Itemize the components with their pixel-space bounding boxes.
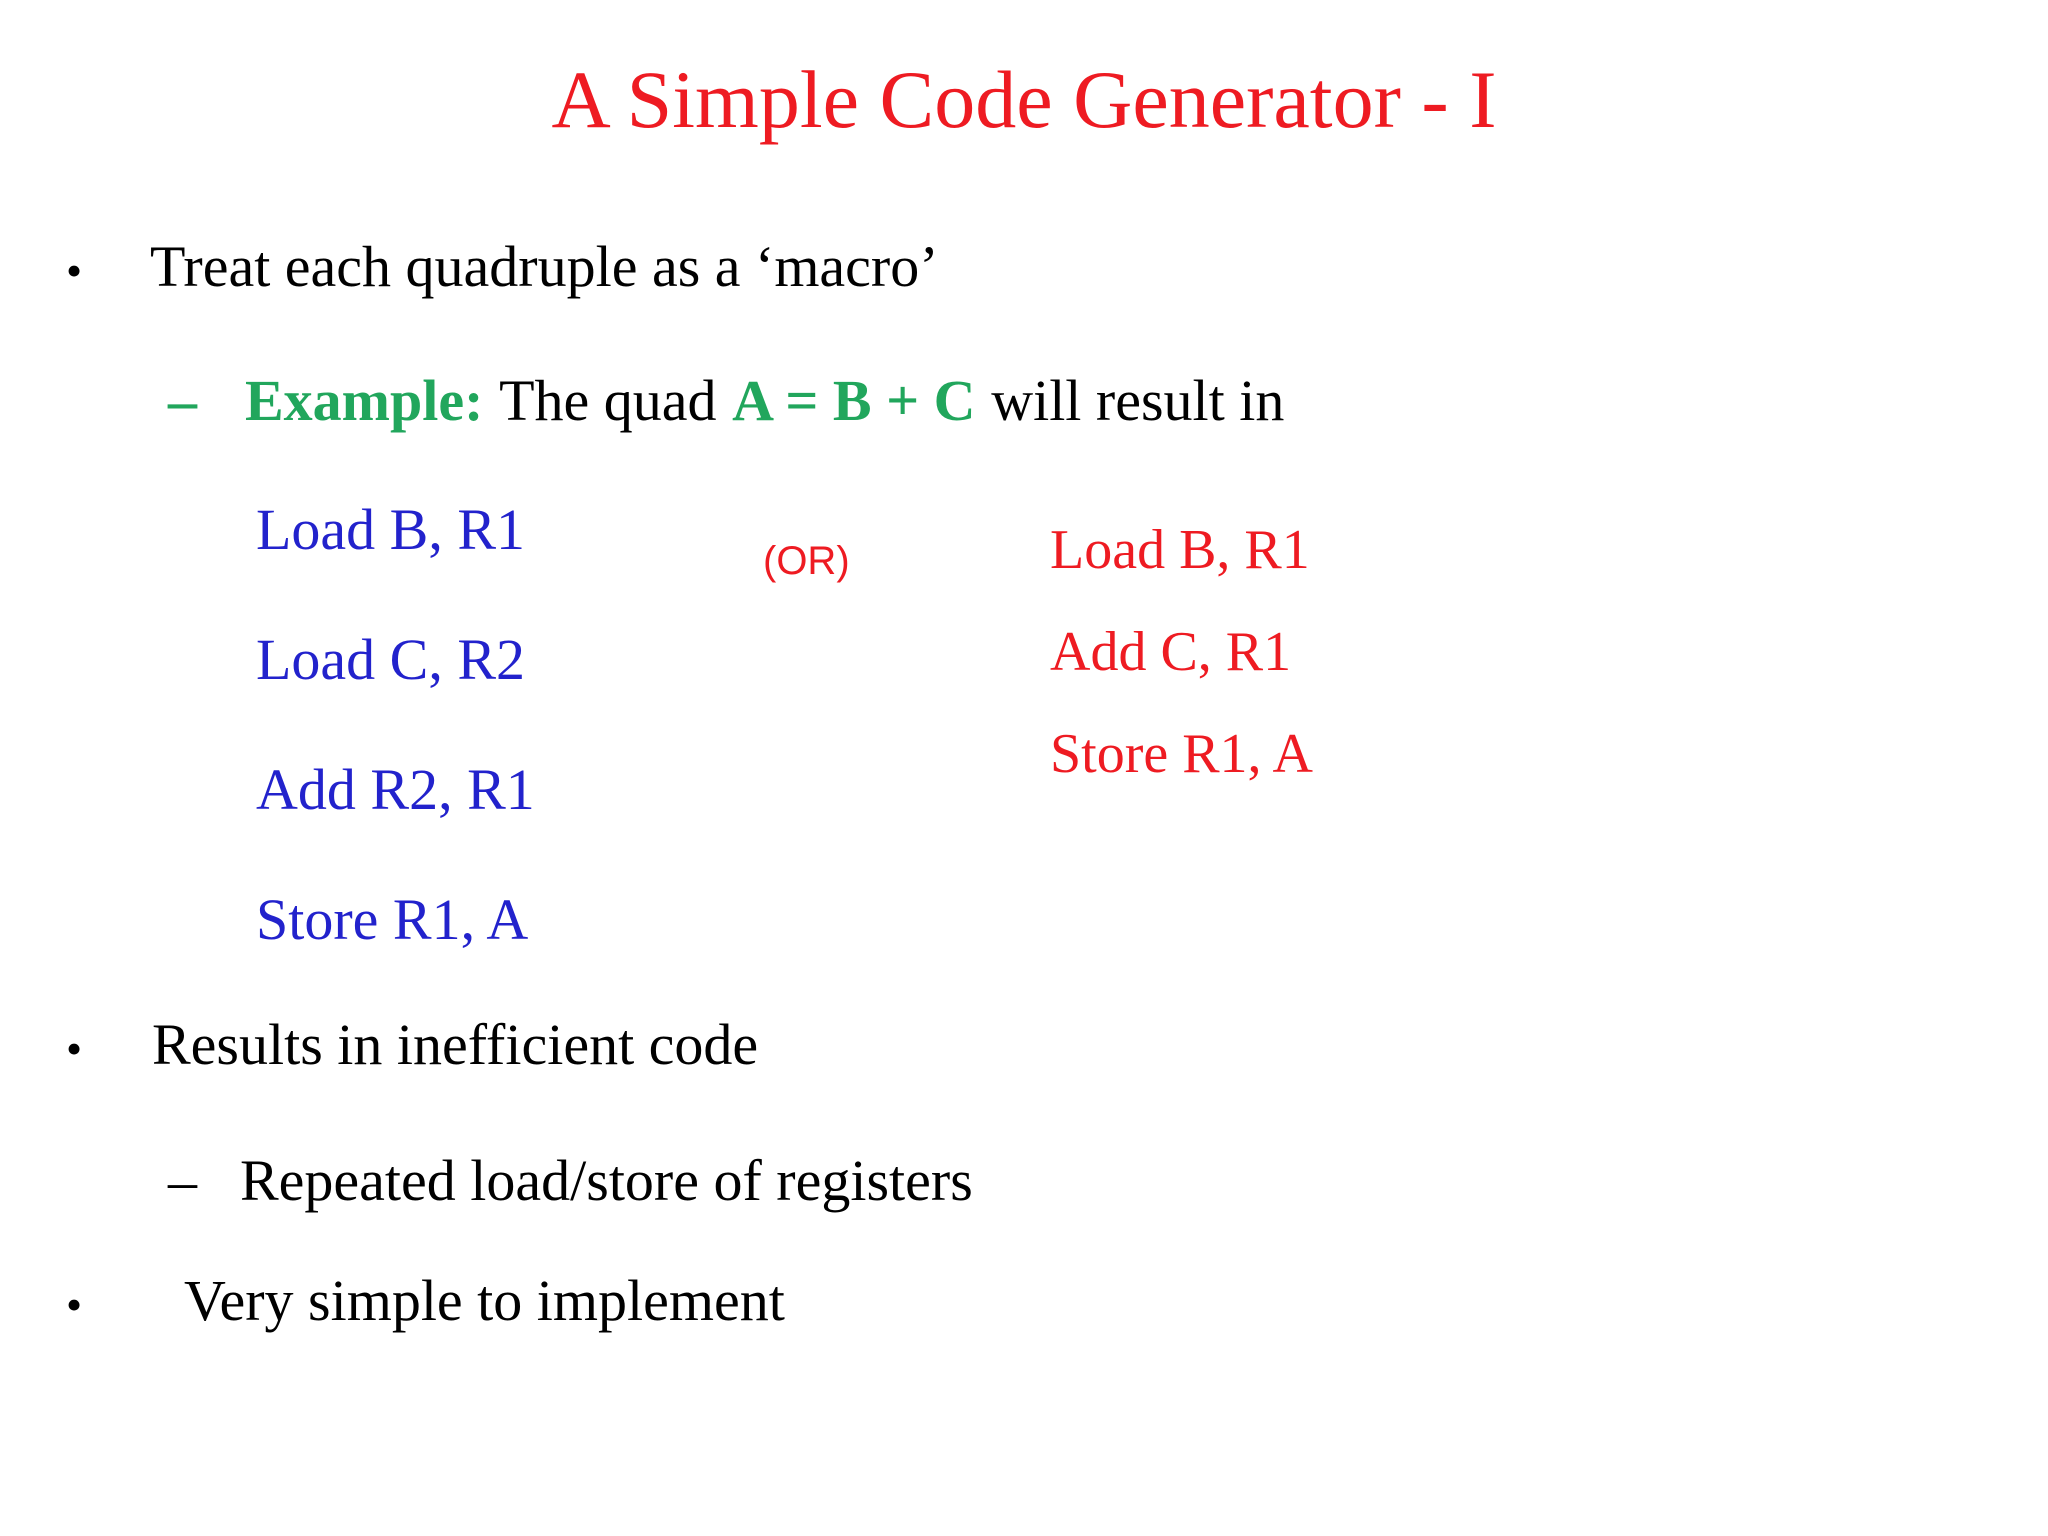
or-connector-label: (OR) <box>763 539 850 583</box>
bullet-dot: • <box>66 1023 83 1074</box>
bullet-dot: • <box>66 245 83 296</box>
example-label: Example: <box>245 368 484 433</box>
example-tail-text: will result in <box>991 368 1285 433</box>
example-mid-text: The quad <box>499 368 717 433</box>
example-quad-expression: A = B + C <box>732 368 976 433</box>
code-line: Add R2, R1 <box>256 757 535 822</box>
bullet-inefficient-code: • Results in inefficient code <box>66 1012 758 1082</box>
optimized-expansion-code-block: Load B, R1 Add C, R1 Store R1, A <box>1050 499 1313 805</box>
code-line: Add C, R1 <box>1050 621 1292 683</box>
bullet-dot: • <box>66 1279 83 1330</box>
code-line: Load B, R1 <box>256 497 526 562</box>
code-line: Load B, R1 <box>1050 519 1310 581</box>
macro-expansion-code-block: Load B, R1 Load C, R2 Add R2, R1 Store R… <box>256 465 535 985</box>
dash-marker: – <box>168 368 197 433</box>
bullet-simple-to-implement: • Very simple to implement <box>66 1268 785 1338</box>
code-line: Store R1, A <box>1050 723 1313 785</box>
dash-marker: – <box>168 1148 197 1213</box>
bullet-treat-quadruple: • Treat each quadruple as a ‘macro’ <box>66 234 939 304</box>
slide-title: A Simple Code Generator - I <box>551 54 1497 145</box>
sub-bullet-repeated-load-store: –Repeated load/store of registers <box>168 1148 973 1214</box>
sub-bullet-repeated-text: Repeated load/store of registers <box>240 1148 973 1213</box>
bullet-treat-text: Treat each quadruple as a ‘macro’ <box>150 234 939 299</box>
code-line: Store R1, A <box>256 887 529 952</box>
bullet-results-text: Results in inefficient code <box>152 1012 759 1077</box>
code-line: Load C, R2 <box>256 627 526 692</box>
bullet-simple-text: Very simple to implement <box>184 1268 785 1333</box>
